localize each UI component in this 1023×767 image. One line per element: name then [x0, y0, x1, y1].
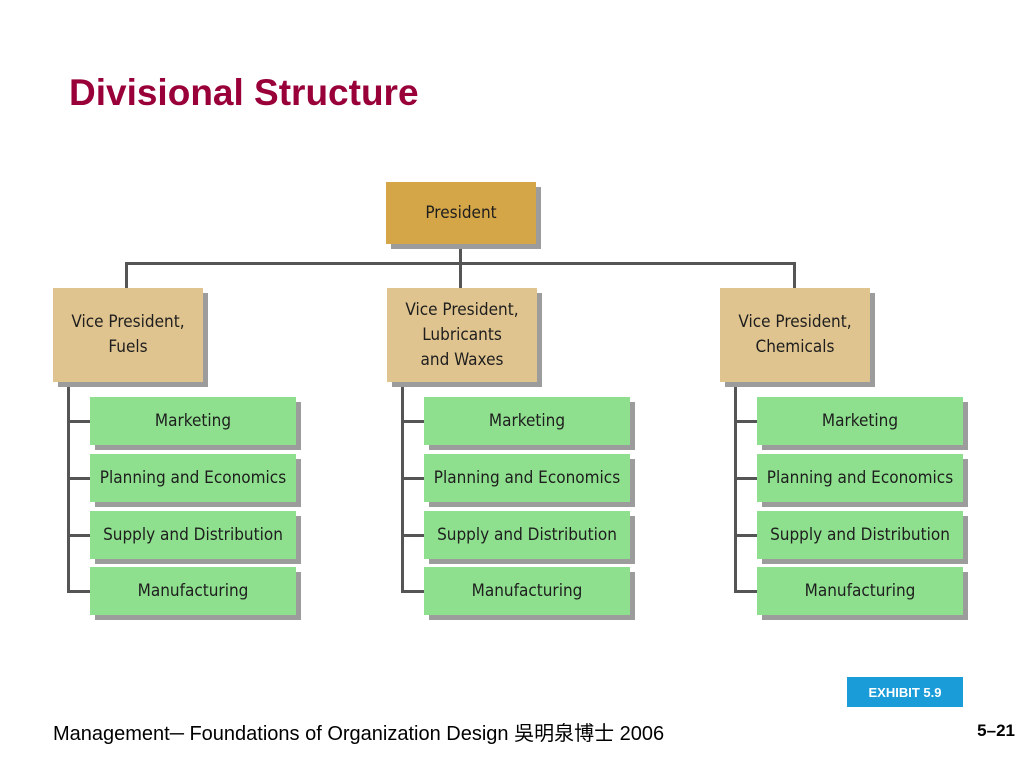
- department-label: Marketing: [821, 410, 899, 431]
- connector-president-down: [459, 244, 462, 264]
- vp-fuels-box: Vice President, Fuels: [53, 288, 203, 382]
- vp-lubricants-label: Vice President, Lubricants and Waxes: [405, 299, 519, 370]
- department-box: Supply and Distribution: [757, 511, 963, 559]
- department-box: Supply and Distribution: [90, 511, 296, 559]
- slide-footer: Management─ Foundations of Organization …: [53, 723, 665, 745]
- department-box: Manufacturing: [757, 567, 963, 615]
- division-tick: [401, 590, 424, 593]
- president-label: President: [425, 202, 497, 223]
- department-box: Marketing: [757, 397, 963, 445]
- department-box: Planning and Economics: [757, 454, 963, 502]
- department-label: Marketing: [488, 410, 566, 431]
- department-label: Planning and Economics: [433, 467, 621, 488]
- department-label: Marketing: [154, 410, 232, 431]
- division-tick: [734, 534, 757, 537]
- department-label: Manufacturing: [804, 580, 916, 601]
- vp-fuels-label: Vice President, Fuels: [71, 312, 185, 357]
- division-tick: [67, 534, 90, 537]
- division-tick: [67, 477, 90, 480]
- division-tick: [401, 420, 424, 423]
- vp-lubricants-box: Vice President, Lubricants and Waxes: [387, 288, 537, 382]
- department-label: Supply and Distribution: [103, 524, 283, 545]
- division-tick: [67, 420, 90, 423]
- president-box: President: [386, 182, 536, 244]
- department-box: Planning and Economics: [424, 454, 630, 502]
- division-spine-chemicals: [734, 382, 737, 592]
- division-tick: [734, 477, 757, 480]
- division-tick: [67, 590, 90, 593]
- department-box: Manufacturing: [424, 567, 630, 615]
- connector-drop-lubricants: [459, 262, 462, 288]
- department-box: Manufacturing: [90, 567, 296, 615]
- department-label: Supply and Distribution: [437, 524, 617, 545]
- department-box: Marketing: [424, 397, 630, 445]
- department-label: Planning and Economics: [766, 467, 954, 488]
- department-box: Marketing: [90, 397, 296, 445]
- department-label: Supply and Distribution: [770, 524, 950, 545]
- slide-title: Divisional Structure: [69, 72, 419, 113]
- division-tick: [401, 534, 424, 537]
- department-box: Supply and Distribution: [424, 511, 630, 559]
- exhibit-badge: EXHIBIT 5.9: [847, 677, 963, 707]
- department-label: Planning and Economics: [99, 467, 287, 488]
- vp-chemicals-label: Vice President, Chemicals: [738, 312, 852, 357]
- department-label: Manufacturing: [137, 580, 249, 601]
- connector-drop-chemicals: [793, 262, 796, 288]
- division-tick: [734, 420, 757, 423]
- division-spine-lubricants: [401, 382, 404, 592]
- connector-drop-fuels: [125, 262, 128, 288]
- division-spine-fuels: [67, 382, 70, 592]
- page-number: 5–21: [977, 721, 1015, 740]
- division-tick: [401, 477, 424, 480]
- vp-chemicals-box: Vice President, Chemicals: [720, 288, 870, 382]
- department-label: Manufacturing: [471, 580, 583, 601]
- division-tick: [734, 590, 757, 593]
- department-box: Planning and Economics: [90, 454, 296, 502]
